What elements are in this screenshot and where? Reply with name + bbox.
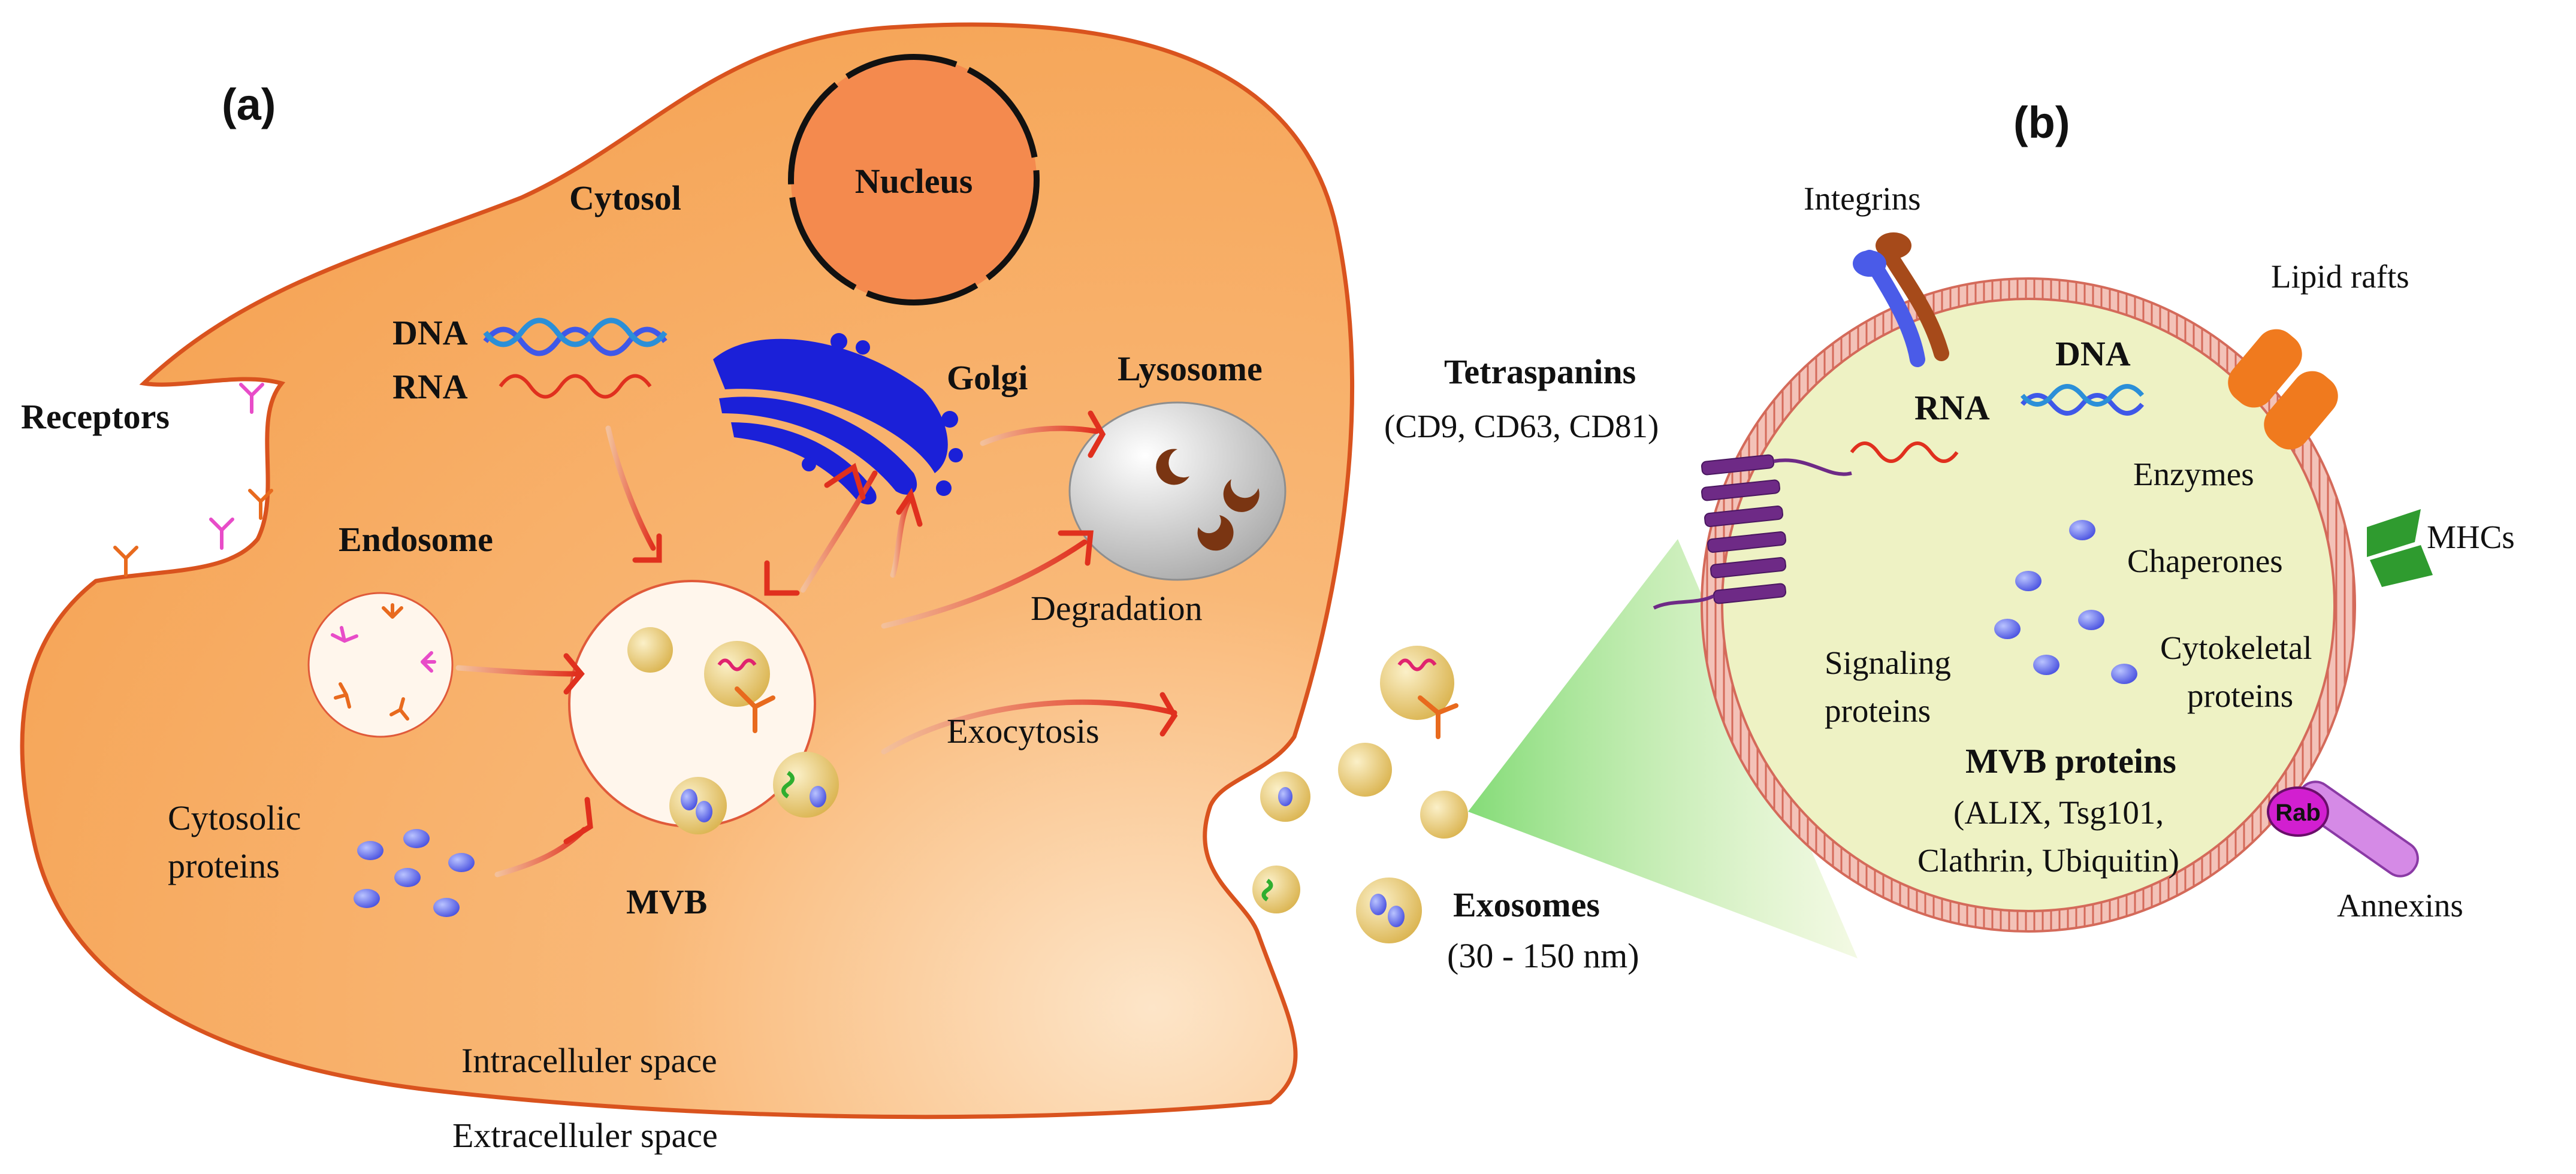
mvb xyxy=(568,580,839,834)
exosomes-label: Exosomes xyxy=(1453,885,1600,924)
annexins-label: Annexins xyxy=(2337,887,2463,924)
degradation-label: Degradation xyxy=(1031,589,1203,628)
signaling-label-line2: proteins xyxy=(1825,692,1931,729)
rna-label: RNA xyxy=(392,367,468,406)
cytoskeletal-label-line2: proteins xyxy=(2187,677,2293,714)
released-exosomes xyxy=(1252,646,1468,943)
exocytosis-label: Exocytosis xyxy=(947,712,1100,751)
rab-label: Rab xyxy=(2275,800,2321,826)
endosome xyxy=(307,592,454,738)
chaperones-label: Chaperones xyxy=(2127,543,2283,579)
tetraspanin-examples-label: (CD9, CD63, CD81) xyxy=(1384,408,1659,444)
enzymes-label: Enzymes xyxy=(2133,456,2254,492)
tetraspanin-icon xyxy=(1653,454,1852,610)
mvb-proteins-list-line1: (ALIX, Tsg101, xyxy=(1953,794,2164,831)
lysosome-label: Lysosome xyxy=(1118,349,1263,388)
mvb-proteins-label: MVB proteins xyxy=(1965,742,2176,780)
signaling-label-line1: Signaling xyxy=(1825,645,1951,681)
cytosol-label: Cytosol xyxy=(569,178,681,217)
integrins-label: Integrins xyxy=(1804,180,1921,217)
arrowheads xyxy=(563,410,1178,845)
cytoskeletal-label-line1: Cytokeletal xyxy=(2160,630,2312,666)
nucleus-label: Nucleus xyxy=(855,162,973,201)
exosome-size-label: (30 - 150 nm) xyxy=(1447,936,1639,975)
cytosolic-label-line2: proteins xyxy=(168,846,280,885)
lipid-raft-icon xyxy=(2228,329,2338,450)
cytosolic-protein-icons xyxy=(354,829,475,917)
intracellular-label: Intracelluler space xyxy=(461,1041,717,1080)
extracellular-label: Extracelluler space xyxy=(452,1116,718,1155)
mvb-label: MVB xyxy=(626,882,707,921)
exosome-protein-icons xyxy=(1994,520,2137,684)
zoom-cone xyxy=(1468,539,1858,958)
rab-icon xyxy=(2267,786,2329,837)
exosome-rna-label: RNA xyxy=(1914,388,1990,427)
rna-strand-icon xyxy=(499,374,652,399)
panel-a-tag: (a) xyxy=(222,80,276,129)
mhcs-label: MHCs xyxy=(2427,519,2515,555)
dna-helix-icon xyxy=(483,317,668,356)
panel-b-tag: (b) xyxy=(2013,98,2070,147)
golgi-label: Golgi xyxy=(947,358,1028,397)
cytosolic-label-line1: Cytosolic xyxy=(168,798,301,837)
receptors-label: Receptors xyxy=(21,397,170,436)
golgi-icon xyxy=(713,333,963,505)
integrin-icon xyxy=(1853,232,1949,367)
dna-label: DNA xyxy=(392,313,468,352)
mhc-icon xyxy=(2367,509,2433,587)
tetraspanins-label: Tetraspanins xyxy=(1444,352,1636,391)
exosome-dna-label: DNA xyxy=(2055,334,2131,373)
membrane-receptor-icons xyxy=(113,383,273,577)
exosome-dna-icon xyxy=(2020,384,2145,416)
endosome-label: Endosome xyxy=(339,520,493,559)
exosome-detail xyxy=(1701,277,2356,933)
lipid-rafts-label: Lipid rafts xyxy=(2271,258,2409,295)
cell-body xyxy=(20,22,1354,1119)
exosome-rna-icon xyxy=(1850,441,1959,463)
lysosome xyxy=(1068,401,1287,581)
nucleus xyxy=(788,54,1040,305)
mvb-proteins-list-line2: Clathrin, Ubiquitin) xyxy=(1917,842,2179,879)
